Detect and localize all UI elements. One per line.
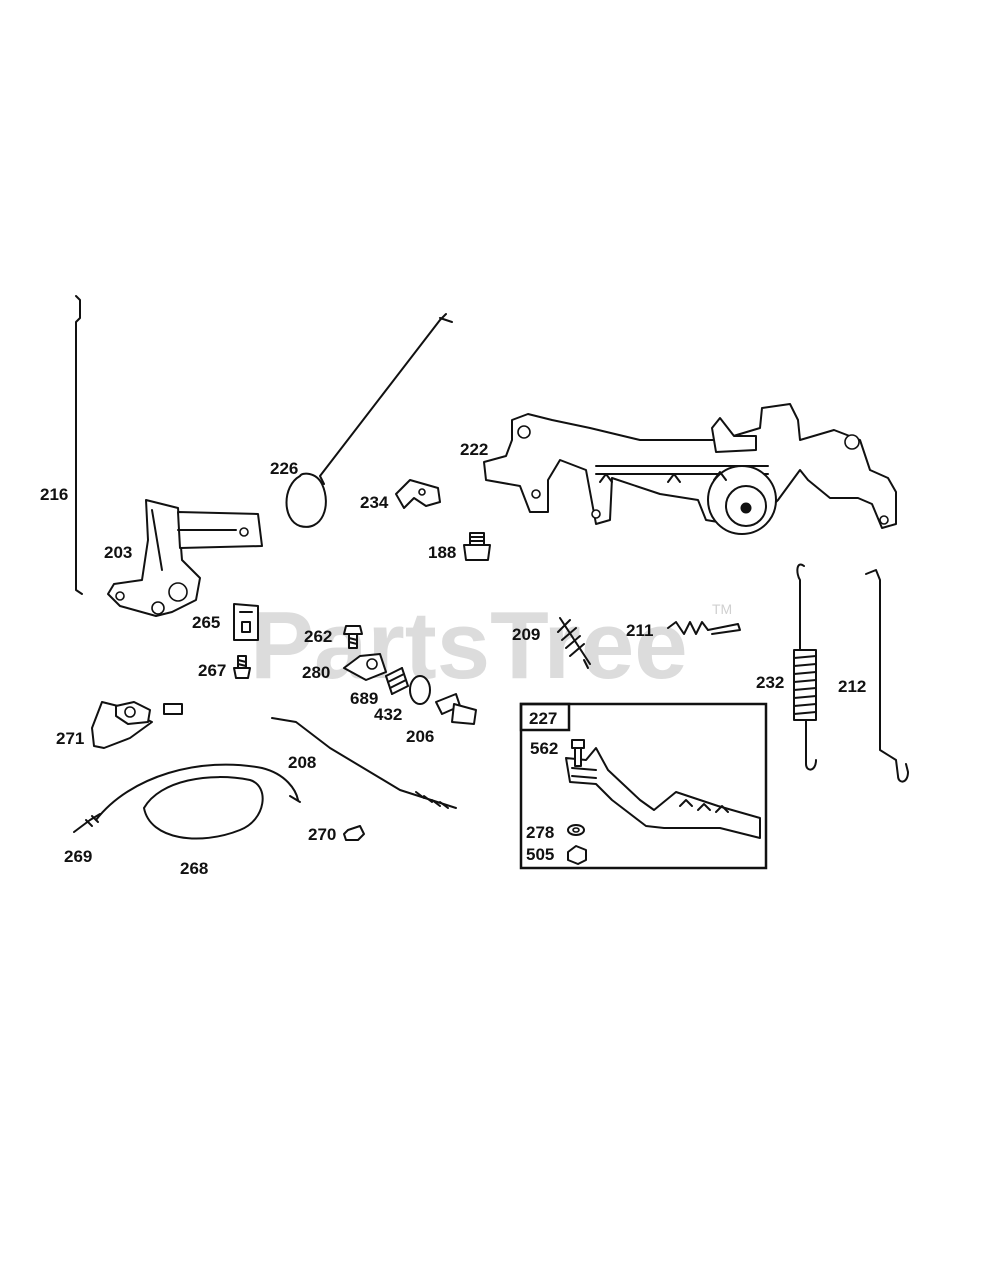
callout-265: 265: [192, 613, 220, 632]
part-262-screw: [343, 625, 363, 649]
callout-232: 232: [756, 673, 784, 692]
part-232-extension-spring: [793, 563, 817, 771]
part-206-bolt: [435, 693, 477, 725]
callout-270: 270: [308, 825, 336, 844]
callout-222: 222: [460, 440, 488, 459]
callout-212: 212: [838, 677, 866, 696]
part-188-screw: [463, 532, 491, 561]
callout-271: 271: [56, 729, 84, 748]
callout-209: 209: [512, 625, 540, 644]
callout-188: 188: [428, 543, 456, 562]
callout-268: 268: [180, 859, 208, 878]
part-689-spring: [385, 667, 409, 695]
part-270-nut: [343, 825, 365, 841]
callout-432: 432: [374, 705, 402, 724]
part-234-clip: [395, 479, 441, 509]
part-203-control-bracket: [107, 499, 263, 617]
callout-234: 234: [360, 493, 389, 512]
callout-211: 211: [626, 621, 653, 640]
callout-689: 689: [350, 689, 378, 708]
part-212-rod: [865, 569, 909, 783]
watermark-text: PartsTree: [250, 592, 688, 699]
callout-267: 267: [198, 661, 226, 680]
callout-269: 269: [64, 847, 92, 866]
part-216-rod: [75, 295, 83, 595]
callout-203: 203: [104, 543, 132, 562]
part-267-screw: [233, 655, 251, 679]
part-271-bracket: [91, 701, 183, 749]
callout-278: 278: [526, 823, 554, 842]
callout-280: 280: [302, 663, 330, 682]
part-280-bracket: [343, 653, 387, 681]
part-269-cable-end: [73, 813, 101, 833]
part-209-spring: [557, 617, 591, 669]
callout-216: 216: [40, 485, 68, 504]
callout-206: 206: [406, 727, 434, 746]
callout-226: 226: [270, 459, 298, 478]
part-432-washer: [409, 675, 431, 705]
callout-505: 505: [526, 845, 554, 864]
callout-227: 227: [529, 709, 557, 728]
part-211-spring: [667, 621, 741, 635]
callout-262: 262: [304, 627, 332, 646]
part-208-link-rod: [271, 717, 457, 809]
part-265-plate: [233, 603, 259, 641]
part-226-governor-link: [285, 313, 453, 528]
callout-208: 208: [288, 753, 316, 772]
part-222-control-plate: [483, 403, 897, 535]
part-268-cable: [95, 763, 301, 840]
callout-562: 562: [530, 739, 558, 758]
watermark: PartsTree TM: [250, 592, 732, 699]
part-227-kit-box: [519, 702, 768, 870]
watermark-trademark: TM: [712, 601, 732, 617]
callout-labels: 216 203 226 234 222 188 265 262 267 280 …: [40, 440, 866, 878]
